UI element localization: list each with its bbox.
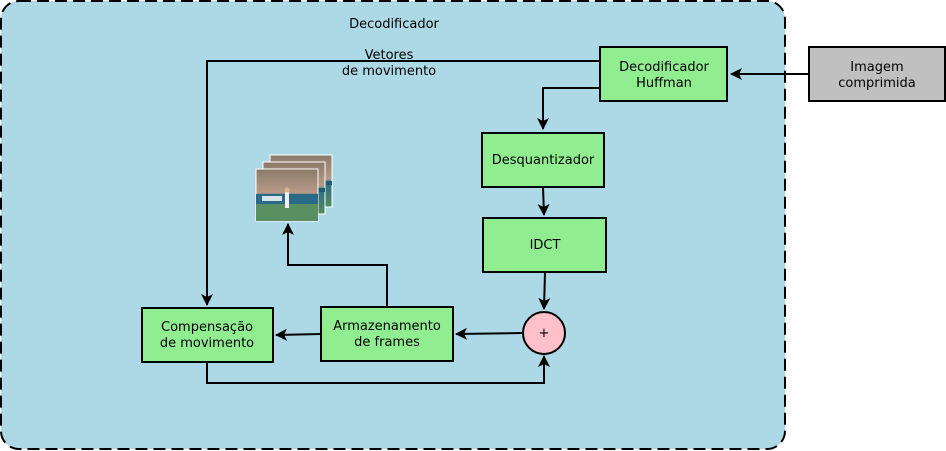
stacked-video-frames-icon <box>255 154 333 222</box>
sum-node: + <box>522 311 566 355</box>
frame-storage-block: Armazenamento de frames <box>320 306 454 362</box>
input-image-label-line1: Imagem <box>850 60 903 75</box>
huffman-label-line1: Decodificador <box>619 60 709 75</box>
huffman-label-line2: Huffman <box>636 76 692 91</box>
edge-idct-to-sum <box>538 271 551 310</box>
dequantizer-block: Desquantizador <box>481 132 605 188</box>
input-image-block: Imagem comprimida <box>808 46 946 102</box>
edge-sum-to-storage <box>455 327 523 340</box>
edge-storage-to-frames <box>282 223 388 306</box>
edge-storage-to-motion-comp <box>275 328 322 341</box>
motion-vectors-label-line1: Vetores <box>365 48 414 63</box>
edge-motion-vectors <box>201 60 600 306</box>
sum-label: + <box>539 326 550 341</box>
decoder-title: Decodificador <box>349 17 439 32</box>
input-image-label-line2: comprimida <box>838 76 915 91</box>
frame-storage-label-line2: de frames <box>354 335 420 350</box>
motion-vectors-label: Vetores de movimento <box>342 48 436 79</box>
frame-storage-label-line1: Armazenamento <box>333 319 441 334</box>
edge-dequantizer-to-idct <box>537 186 550 216</box>
edge-motion-comp-to-sum <box>206 355 550 384</box>
edge-huffman-to-dequantizer <box>537 87 600 130</box>
connectors <box>201 60 809 384</box>
idct-label: IDCT <box>530 238 561 253</box>
motion-comp-label-line2: de movimento <box>160 336 254 351</box>
motion-compensation-block: Compensação de movimento <box>141 307 274 363</box>
motion-vectors-label-line2: de movimento <box>342 64 436 79</box>
idct-block: IDCT <box>482 217 607 273</box>
frame-front <box>255 168 319 222</box>
motion-comp-label-line1: Compensação <box>161 320 253 335</box>
huffman-decoder-block: Decodificador Huffman <box>599 46 728 102</box>
dequantizer-label: Desquantizador <box>492 153 595 168</box>
